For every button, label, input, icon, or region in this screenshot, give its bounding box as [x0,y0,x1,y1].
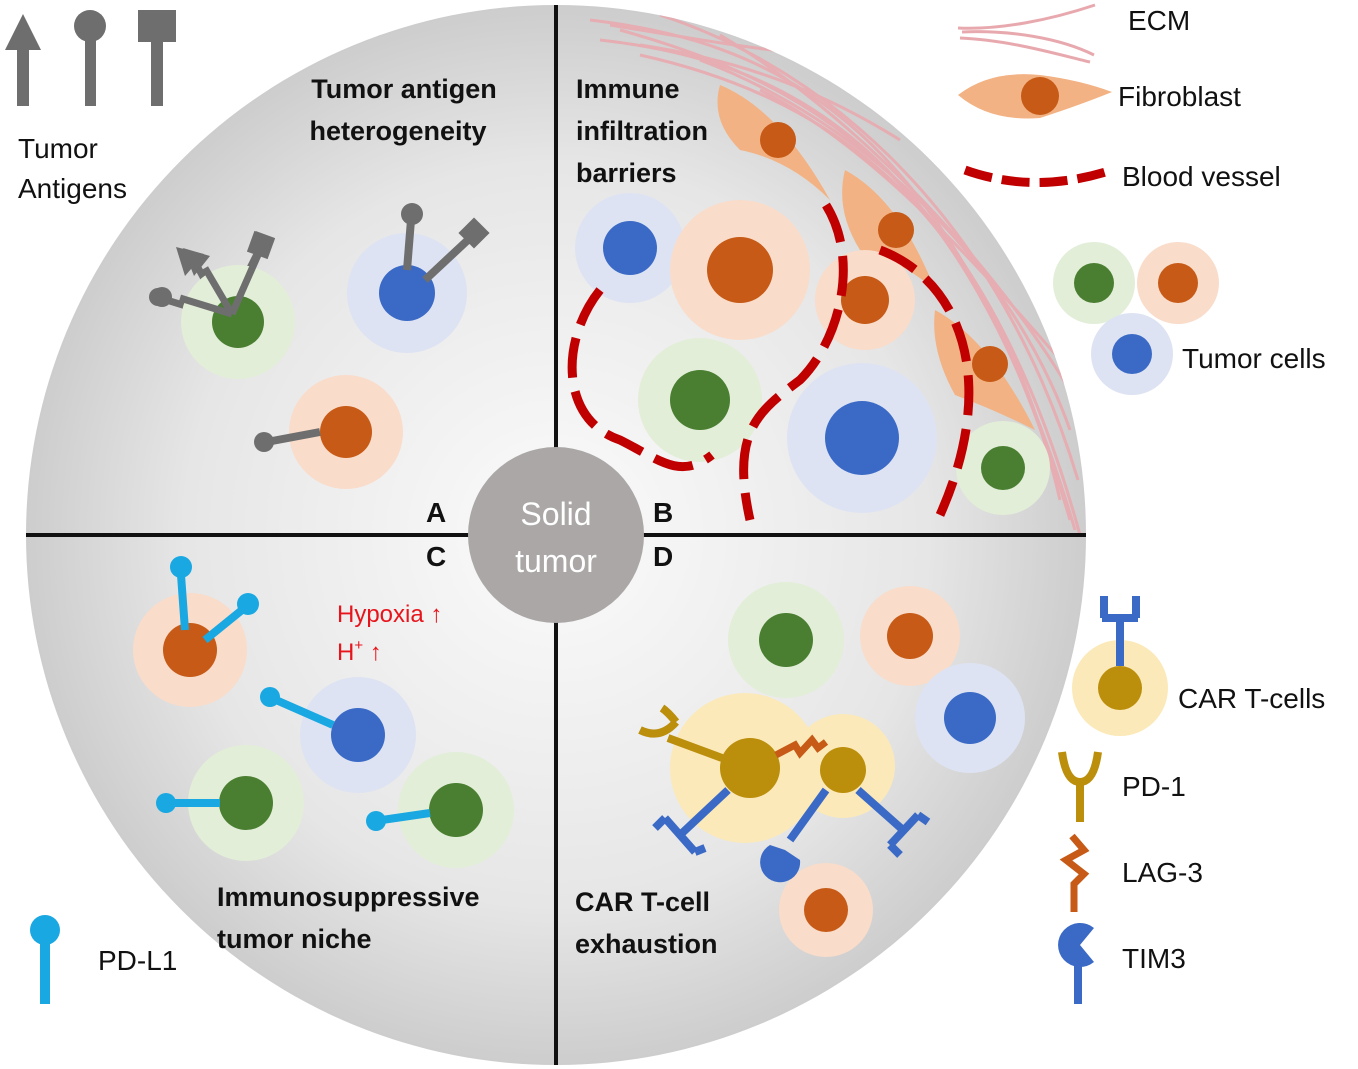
lag3-label: LAG-3 [1122,857,1203,888]
tim3-label: TIM3 [1122,943,1186,974]
center-label-line1: Solid [520,496,591,532]
tumor-cell-core [320,406,372,458]
tumor-cell-core [670,370,730,430]
center-label-line2: tumor [515,543,597,579]
tumor-cell-core [944,692,996,744]
fibroblast-nucleus [760,122,796,158]
car-t-cells-legend-icon [1072,596,1168,736]
ecm-label: ECM [1128,5,1190,36]
hypoxia-label: Hypoxia ↑ [337,601,442,628]
tumor-antigens-legend-icons [5,10,176,106]
quadrant-b-cells [575,193,1050,515]
blood-vessel-label: Blood vessel [1122,161,1281,192]
tumor-cell-core [887,613,933,659]
car-t-cell-core [820,747,866,793]
quadrant-letter-b: B [653,497,673,528]
quadrant-b-title-line2: infiltration [576,116,708,146]
tumor-cell-core [981,446,1025,490]
tumor-cell-core [825,401,899,475]
tumor-cell-core [707,237,773,303]
h-plus-label: H+ ↑ [337,637,382,666]
tumor-cells-legend-icons [1053,242,1219,395]
quadrant-letter-c: C [426,541,446,572]
blood-vessel [567,202,974,521]
pdl1-label: PD-L1 [98,945,177,976]
car-t-cells-label: CAR T-cells [1178,683,1325,714]
ecm-icon [957,3,1096,64]
car-t-cell-core [720,738,780,798]
fibroblast-nucleus [972,346,1008,382]
quadrant-d-title-line2: exhaustion [575,929,718,959]
tumor-cell-core [841,276,889,324]
lag3-icon [1059,833,1090,912]
quadrant-b-title-line3: barriers [576,158,677,188]
quadrant-d-title-line1: CAR T-cell [575,887,710,917]
quadrant-a-cells [149,203,490,489]
tim3-icon [1058,923,1094,1004]
quadrant-b-title-line1: Immune [576,74,680,104]
pdl1-icon [30,915,60,1004]
tumor-cell-core [219,776,273,830]
fibroblast-label: Fibroblast [1118,81,1241,112]
quadrant-a-title-line2: heterogeneity [309,116,486,146]
pd1-label: PD-1 [1122,771,1186,802]
tumor-cell-core [379,265,435,321]
tumor-cell-core [331,708,385,762]
pd1-icon [1058,751,1102,822]
tumor-cell-core [603,221,657,275]
quadrant-c-title-line1: Immunosuppressive [217,882,480,912]
fibroblast-nucleus [878,212,914,248]
quadrant-d-cells [638,582,1025,957]
ecm-fibers [589,13,1082,536]
tumor-cell-core [163,623,217,677]
quadrant-a-title-line1: Tumor antigen [311,74,497,104]
quadrant-letter-d: D [653,541,673,572]
tumor-antigens-label-line2: Antigens [18,173,127,204]
fibroblast-icon-nucleus [1021,77,1059,115]
quadrant-c-title-line2: tumor niche [217,924,372,954]
center-circle [468,447,644,623]
blood-vessel-icon [963,165,1114,187]
tumor-antigens-label-line1: Tumor [18,133,98,164]
tumor-cell-core [759,613,813,667]
tumor-cell-core [804,888,848,932]
tumor-cell-core [429,783,483,837]
quadrant-c-cells [133,556,514,868]
tumor-cells-label: Tumor cells [1182,343,1326,374]
quadrant-letter-a: A [426,497,446,528]
